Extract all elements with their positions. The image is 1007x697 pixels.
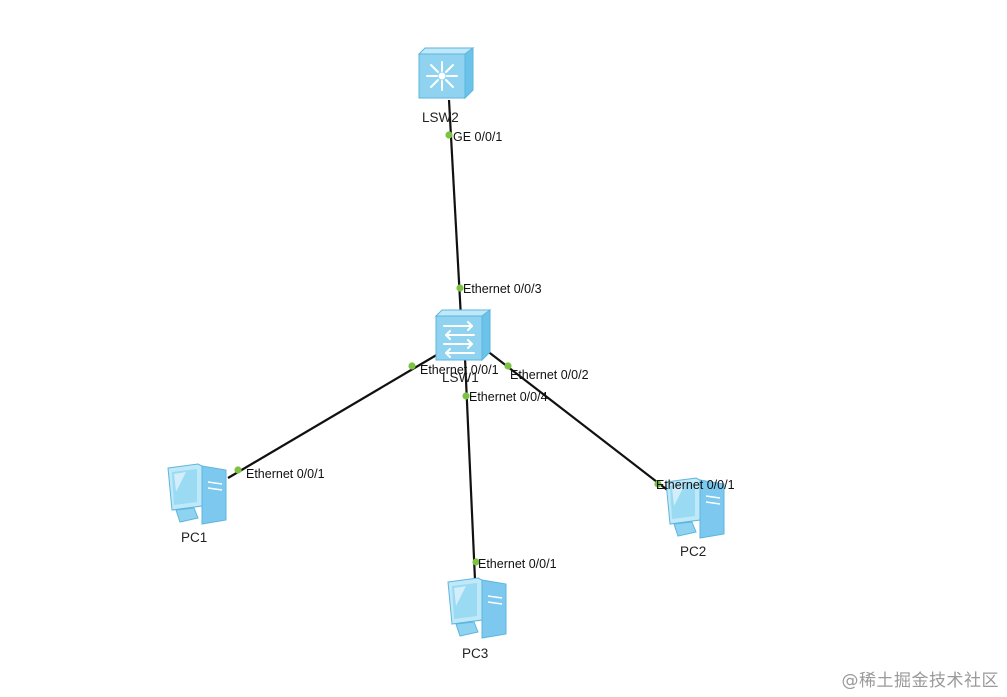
switch-icon [443,321,475,358]
device-label-lsw2: LSW2 [422,110,459,125]
port-dot-lsw2-ge001[interactable] [445,131,453,139]
device-label-pc3: PC3 [462,646,488,661]
port-dot-pc3-e001[interactable] [472,558,480,566]
watermark-text: @稀土掘金技术社区 [841,671,999,691]
device-label-pc1: PC1 [181,530,207,545]
port-label-lsw2-ge001: GE 0/0/1 [453,130,502,144]
port-dot-lsw1-e002[interactable] [504,362,512,370]
link-lsw1-pc2[interactable] [485,349,671,493]
device-lsw1[interactable] [434,309,492,362]
device-pc1[interactable] [167,463,227,525]
port-label-lsw1-e002: Ethernet 0/0/2 [510,368,589,382]
port-dot-pc1-e001[interactable] [234,466,242,474]
port-label-pc1-e001: Ethernet 0/0/1 [246,467,325,481]
port-dot-lsw1-e001[interactable] [408,362,416,370]
link-lsw1-pc1[interactable] [227,349,446,479]
port-dot-lsw1-e004[interactable] [462,392,470,400]
device-pc2[interactable] [665,477,725,539]
port-label-lsw1-e001: Ethernet 0/0/1 [420,363,499,377]
device-lsw2[interactable] [417,47,475,100]
port-label-pc3-e001: Ethernet 0/0/1 [478,557,557,571]
pc-icon [167,463,227,525]
device-label-lsw1: LSW1 [442,370,479,385]
port-label-lsw1-e004: Ethernet 0/0/4 [469,390,548,404]
port-label-pc2-e001: Ethernet 0/0/1 [656,478,735,492]
switch-core-icon [426,61,458,91]
port-dot-lsw1-e003[interactable] [456,284,464,292]
pc-icon [447,577,507,639]
port-label-lsw1-e003: Ethernet 0/0/3 [463,282,542,296]
device-pc3[interactable] [447,577,507,639]
device-label-pc2: PC2 [680,544,706,559]
port-dot-pc2-e001[interactable] [654,480,662,488]
pc-icon [665,477,725,539]
